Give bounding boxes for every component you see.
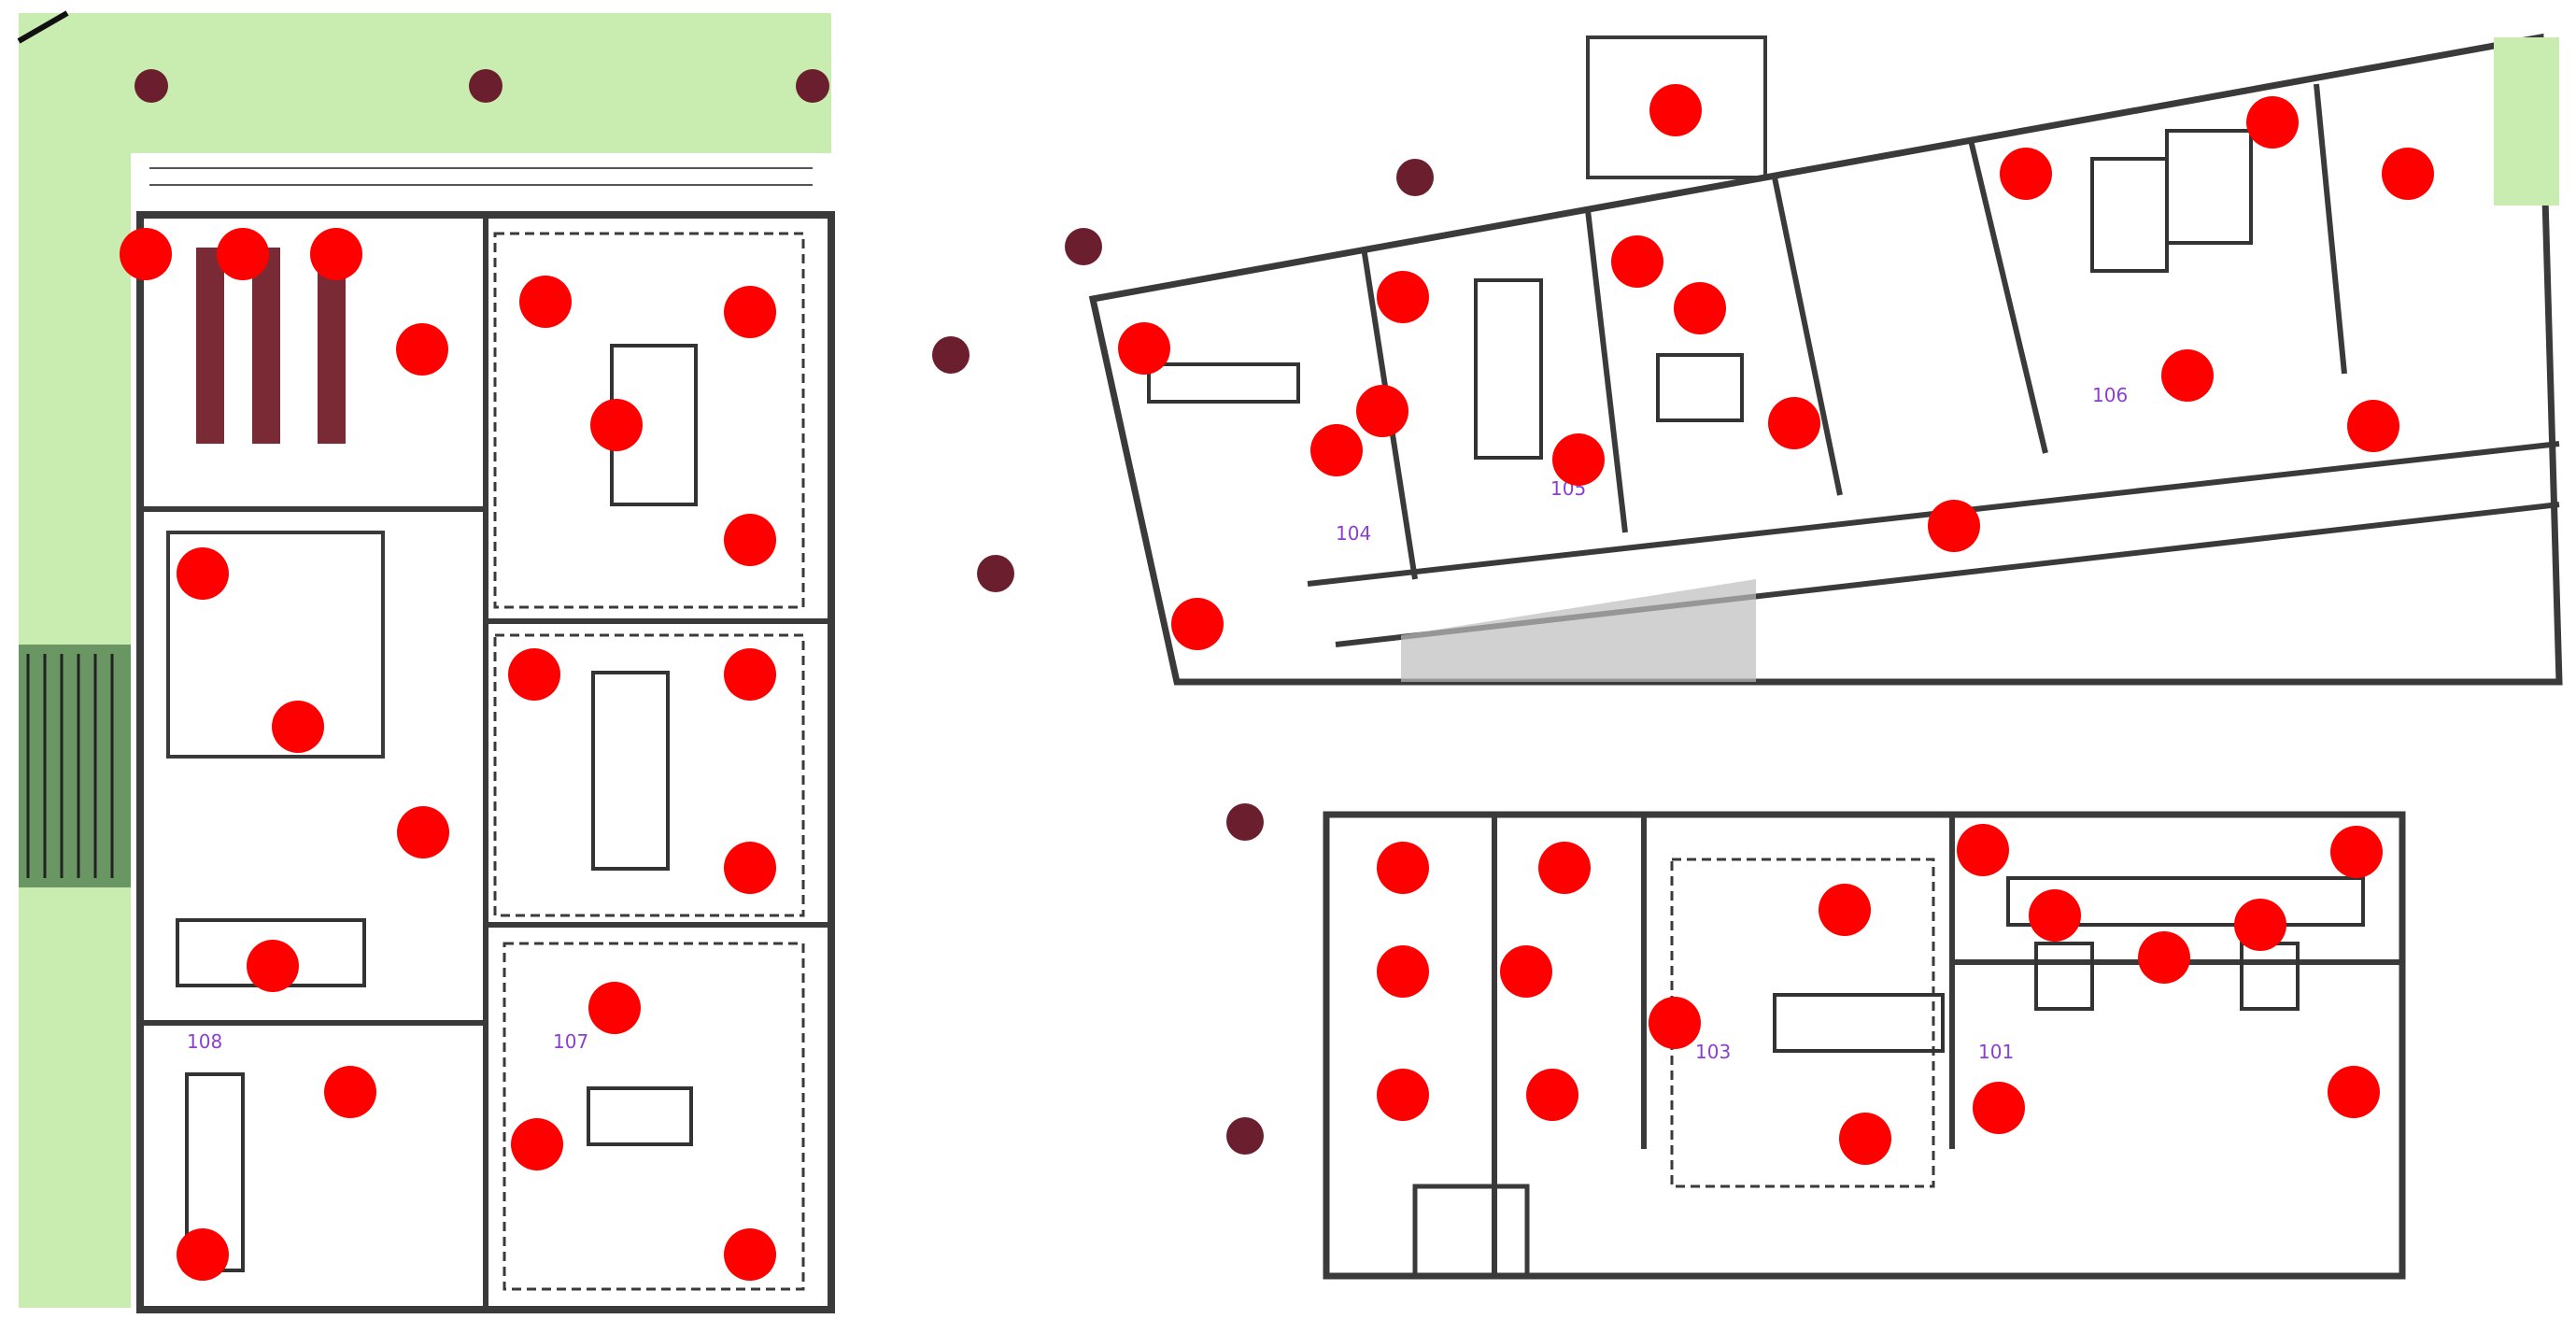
desk-cluster-left [196, 248, 346, 444]
marker-left-2 [519, 276, 572, 328]
marker-top-right-3 [1377, 271, 1429, 323]
corner-mark [17, 10, 69, 44]
marker-top-right-11 [2161, 349, 2214, 402]
column-markers-bottom-right [1226, 803, 1264, 1155]
marker-bottom-right-12 [2138, 931, 2190, 984]
marker-bottom-right-5 [1377, 1069, 1429, 1121]
room-label-107: 107 [553, 1030, 588, 1053]
building-top-right [1088, 33, 2563, 686]
column-markers-top-right [932, 159, 1434, 592]
marker-top-right-7 [1768, 397, 1820, 449]
marker-left-16 [724, 1228, 776, 1281]
room-label-108: 108 [187, 1030, 222, 1053]
marker-top-right-12 [2347, 400, 2399, 452]
room-walls-left [140, 215, 831, 1310]
marker-left-18 [217, 228, 269, 280]
marker-bottom-right-9 [1839, 1113, 1891, 1165]
hedge-lines [26, 654, 114, 878]
red-markers [120, 84, 2434, 1281]
marker-bottom-right-10 [1957, 824, 2009, 876]
marker-bottom-right-14 [2328, 1066, 2380, 1118]
marker-bottom-right-3 [1377, 945, 1429, 998]
room-label-101: 101 [1978, 1041, 2014, 1063]
marker-top-right-2 [1118, 322, 1170, 375]
marker-left-17 [120, 228, 172, 280]
marker-bottom-right-2 [1538, 842, 1591, 894]
marker-top-right-16 [1674, 282, 1726, 334]
marker-bottom-right-13 [1973, 1082, 2025, 1134]
column-markers-left [134, 69, 829, 103]
marker-top-right-10 [2382, 148, 2434, 200]
marker-bottom-right-6 [1526, 1069, 1578, 1121]
marker-left-10 [724, 842, 776, 894]
marker-bottom-right-11 [2330, 826, 2383, 878]
lawn-top-right [2494, 37, 2559, 206]
marker-top-right-4 [1611, 235, 1663, 288]
stair-hatch [1401, 579, 1756, 682]
marker-top-right-1 [1649, 84, 1702, 136]
building-bottom-right [1323, 811, 2406, 1280]
room-label-106: 106 [2092, 384, 2128, 406]
marker-top-right-8 [2000, 148, 2052, 200]
marker-left-20 [590, 399, 643, 451]
marker-bottom-right-7 [1649, 997, 1701, 1049]
marker-top-right-14 [1171, 598, 1224, 650]
marker-left-8 [724, 648, 776, 701]
marker-bottom-right-16 [2234, 899, 2286, 951]
marker-top-right-5 [1552, 433, 1605, 486]
marker-left-5 [724, 514, 776, 566]
room-label-103: 103 [1695, 1041, 1731, 1063]
top-right-floor-plan-panel: 104 105 106 [932, 33, 2563, 686]
marker-bottom-right-1 [1377, 842, 1429, 894]
marker-left-12 [588, 982, 641, 1034]
marker-left-9 [397, 806, 449, 858]
left-floor-plan-panel: 108 107 [17, 10, 835, 1313]
marker-top-right-15 [1356, 385, 1408, 437]
marker-left-15 [177, 1228, 229, 1281]
marker-left-3 [724, 286, 776, 338]
marker-bottom-right-8 [1819, 884, 1871, 936]
hedge-strip [19, 645, 131, 887]
marker-top-right-6 [1310, 424, 1363, 476]
marker-left-1 [396, 323, 448, 376]
marker-left-11 [247, 940, 299, 992]
marker-top-right-13 [1928, 500, 1980, 552]
marker-bottom-right-4 [1500, 945, 1552, 998]
furniture-top-right [1147, 129, 2253, 460]
marker-left-4 [177, 547, 229, 600]
marker-top-right-9 [2246, 96, 2299, 149]
marker-bottom-right-15 [2029, 889, 2081, 942]
bottom-right-floor-plan-panel: 103 101 [1226, 803, 2406, 1280]
marker-left-13 [324, 1066, 376, 1118]
marker-left-7 [508, 648, 560, 701]
marker-left-6 [272, 701, 324, 753]
marker-left-19 [310, 228, 362, 280]
room-label-104: 104 [1336, 522, 1371, 545]
marker-left-14 [511, 1118, 563, 1170]
